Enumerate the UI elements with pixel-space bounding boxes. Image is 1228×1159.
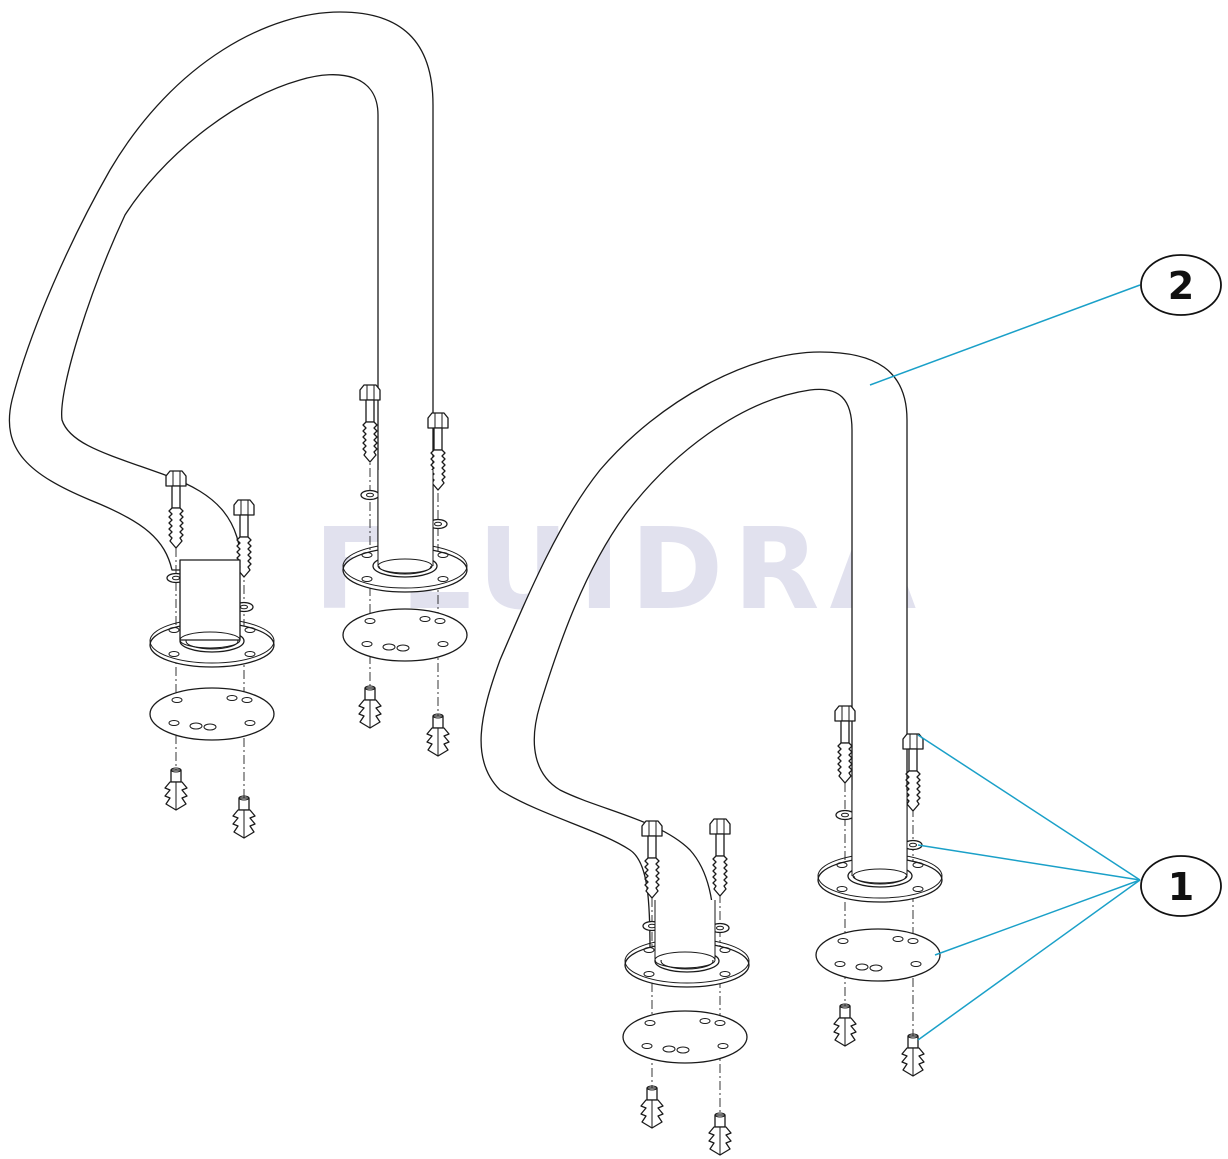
washer [360,489,380,501]
callout-balloon-2: 2 [1140,254,1222,316]
gasket-plate [622,1010,748,1064]
wall-plug [232,795,256,839]
lag-screw [709,818,731,897]
rear-right-mount [342,384,468,757]
gasket-plate [815,928,941,982]
wall-plug [164,767,188,811]
wall-plug [426,713,450,757]
lag-screw [359,384,381,463]
front-right-mount [815,705,943,1077]
callout-label: 1 [1168,865,1194,909]
callout-label: 2 [1168,264,1194,308]
handrail-front [480,351,908,951]
callout-balloon-1: 1 [1140,855,1222,917]
wall-plug [901,1033,925,1077]
washer [835,809,855,821]
wall-plug [833,1003,857,1047]
gasket-plate [149,687,275,741]
rear-left-mount [149,470,275,839]
wall-plug [708,1112,732,1156]
front-left-mount [622,818,750,1156]
wall-plug [358,685,382,729]
leader-lines [869,284,1141,1041]
wall-plug [640,1085,664,1129]
gasket-plate [342,608,468,662]
